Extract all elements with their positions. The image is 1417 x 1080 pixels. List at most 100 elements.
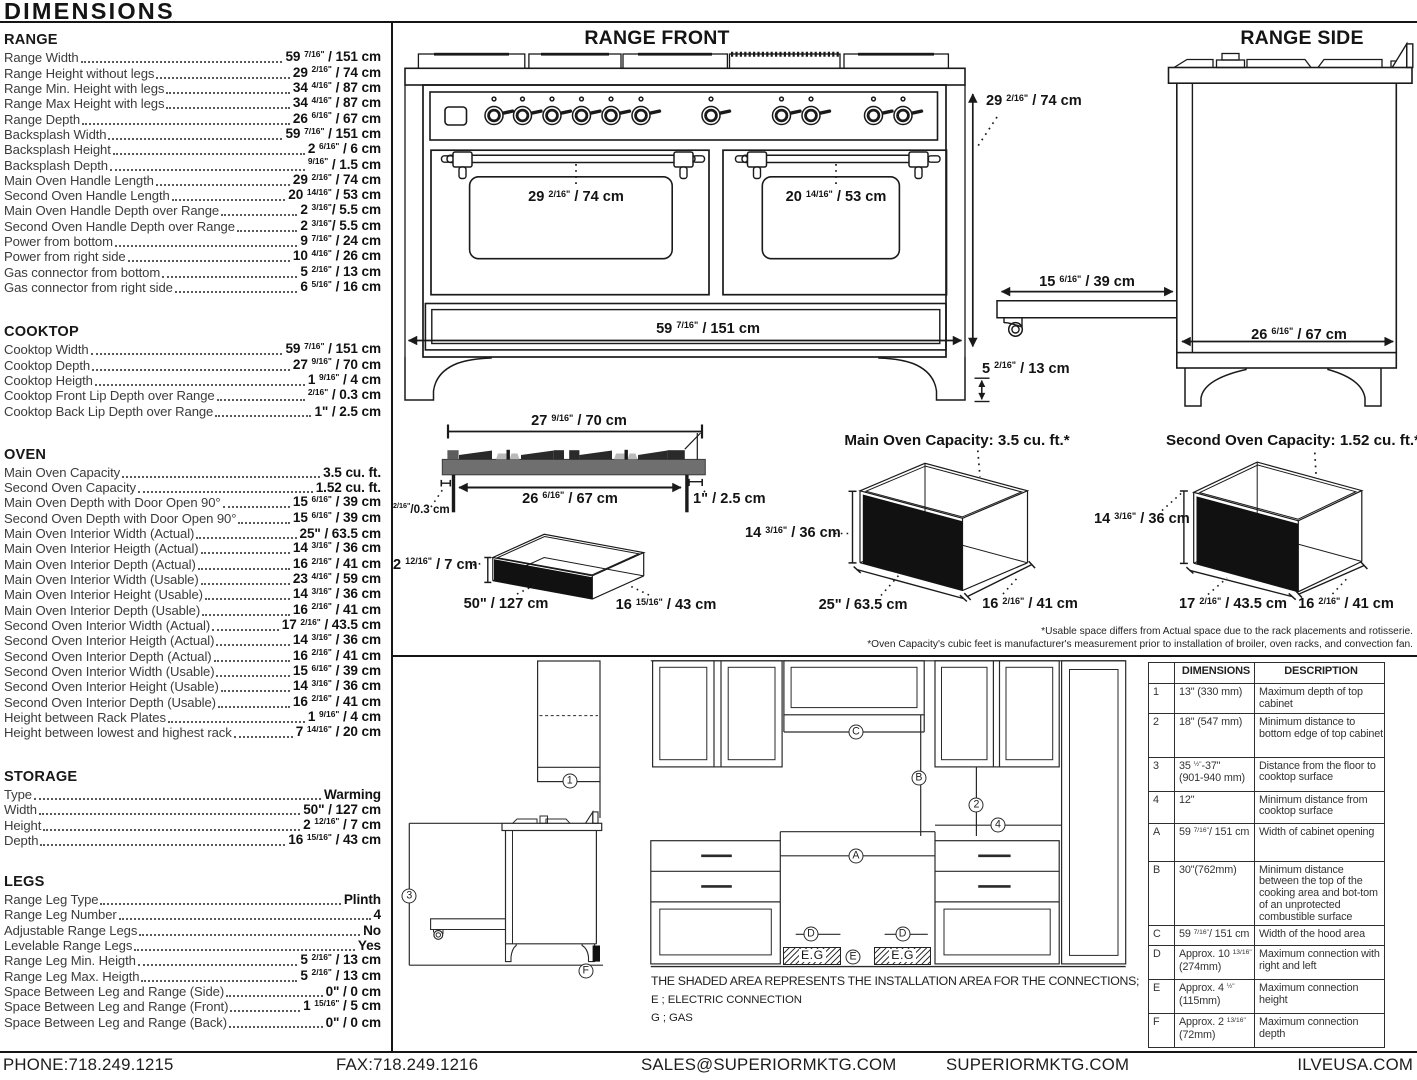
table-cell-description: Maximum connection depth	[1254, 1013, 1385, 1049]
table-cell-key: 4	[1148, 790, 1175, 824]
table-cell-key: 2	[1148, 713, 1175, 758]
spec-label: Second Oven Interior Width (Usable)	[4, 663, 215, 679]
storage-depth-dim: 16 15/16" / 43 cm	[615, 596, 717, 613]
leader-dots	[166, 107, 290, 110]
legend-electric: E ; ELECTRIC CONNECTION	[651, 994, 802, 1006]
spec-value: 14 3/16" / 36 cm	[292, 586, 381, 602]
table-cell-dimension: 59 7/16"/ 151 cm	[1174, 822, 1255, 862]
spec-value: 1" / 2.5 cm	[314, 403, 381, 419]
spec-value: 20 14/16" / 53 cm	[288, 186, 381, 203]
title-rule	[0, 21, 1417, 24]
spec-label: Range Leg Type	[4, 892, 99, 907]
table-cell-key: F	[1148, 1013, 1175, 1049]
spec-value: 59 7/16" / 151 cm	[285, 125, 381, 141]
spec-section-heading: COOKTOP	[4, 324, 79, 340]
table-cell-dimension: 35 ½"-37" (901-940 mm)	[1174, 756, 1255, 792]
marker-connection-height: E	[845, 949, 861, 965]
leader-dots	[222, 506, 290, 509]
spec-value: 15 6/16" / 39 cm	[292, 509, 381, 525]
table-cell-dimension: 12"	[1174, 790, 1255, 824]
leader-dots	[196, 537, 297, 540]
spec-label: Gas connector from right side	[4, 280, 173, 295]
leader-dots	[134, 948, 355, 951]
storage-drawer-drawing	[472, 533, 650, 600]
spec-value: 0" / 0 cm	[325, 983, 382, 999]
spec-label: Second Oven Interior Depth (Usable)	[4, 694, 216, 710]
front-second-handle-dim: 20 14/16" / 53 cm	[785, 188, 887, 205]
table-cell-key: C	[1148, 925, 1175, 947]
range-front-title: RANGE FRONT	[584, 27, 730, 49]
spec-value: 2 6/16" / 6 cm	[307, 141, 381, 157]
legend-gas: G ; GAS	[651, 1012, 693, 1024]
spec-value: 14 3/16" / 36 cm	[292, 632, 381, 648]
spec-value: 50" / 127 cm	[303, 802, 381, 818]
leader-dots	[156, 76, 290, 79]
leader-dots	[238, 521, 290, 524]
marker-floor-to-cooktop: 3	[401, 888, 417, 904]
cooktop-back-lip-dim: 1" / 2.5 cm	[693, 490, 766, 507]
spec-label: Type	[4, 787, 32, 802]
spec-label: Adjustable Range Legs	[4, 922, 138, 938]
spec-value: Yes	[357, 937, 381, 953]
spec-value: 0" / 0 cm	[325, 1014, 382, 1030]
leader-dots	[139, 933, 361, 936]
section-divider	[392, 654, 1417, 657]
leader-dots	[202, 613, 290, 616]
table-cell-dimension: Approx. 2 13/16" (72mm)	[1174, 1013, 1255, 1049]
leader-dots	[171, 199, 286, 202]
spec-value: 2 3/16"/ 5.5 cm	[300, 217, 381, 233]
spec-value: 9/16" / 1.5 cm	[307, 156, 381, 172]
table-cell-description: Width of cabinet opening	[1254, 822, 1385, 862]
spec-value: 14 3/16" / 36 cm	[292, 678, 381, 694]
leader-dots	[90, 353, 283, 356]
cooktop-profile-drawing	[430, 424, 706, 513]
spec-row: Second Oven Interior Width (Usable) 15 6/…	[4, 662, 381, 679]
footer-brand: ILVEUSA.COM	[1297, 1055, 1413, 1074]
spec-label: Range Width	[4, 50, 79, 66]
spec-value: 2/16" / 0.3 cm	[307, 387, 381, 403]
leader-dots	[216, 674, 290, 677]
spec-label: Main Oven Depth with Door Open 90°	[4, 495, 221, 511]
table-cell-dimension: 59 7/16"/ 151 cm	[1174, 925, 1255, 947]
spec-row: Second Oven Depth with Door Open 90°15 6…	[4, 509, 381, 526]
spec-row: Second Oven Interior Heigth (Actual)14 3…	[4, 632, 381, 648]
leader-dots	[114, 245, 298, 248]
spec-label: Main Oven Interior Depth (Actual)	[4, 556, 196, 572]
spec-label: Space Between Leg and Range (Front)	[4, 999, 229, 1015]
leader-dots	[108, 137, 283, 140]
spec-value: No	[363, 922, 381, 938]
table-cell-key: E	[1148, 979, 1175, 1015]
spec-label: Cooktop Heigth	[4, 372, 93, 388]
leader-dots	[112, 153, 305, 156]
spec-label: Range Leg Max. Heigth	[4, 968, 140, 984]
spec-row: Second Oven Interior Height (Usable)14 3…	[4, 678, 381, 694]
spec-value: 1 9/16" / 4 cm	[307, 708, 381, 724]
spec-row: Main Oven Interior Height (Usable)14 3/1…	[4, 586, 381, 602]
second-oven-height-dim: 14 3/16" / 36 cm	[1094, 510, 1190, 527]
footer-fax: FAX:718.249.1216	[336, 1055, 479, 1074]
capacity-footnotes: *Usable space differs from Actual space …	[867, 625, 1413, 651]
leader-dots	[200, 583, 290, 585]
leader-dots	[40, 843, 286, 846]
spec-value: 16 2/16" / 41 cm	[292, 601, 381, 617]
spec-label: Cooktop Back Lip Depth over Range	[4, 403, 214, 419]
spec-value: 15 6/16" / 39 cm	[292, 662, 381, 678]
spec-label: Range Leg Number	[4, 907, 117, 923]
marker-connection-depth: F	[578, 963, 594, 978]
table-cell-description: Width of the hood area	[1254, 925, 1385, 947]
